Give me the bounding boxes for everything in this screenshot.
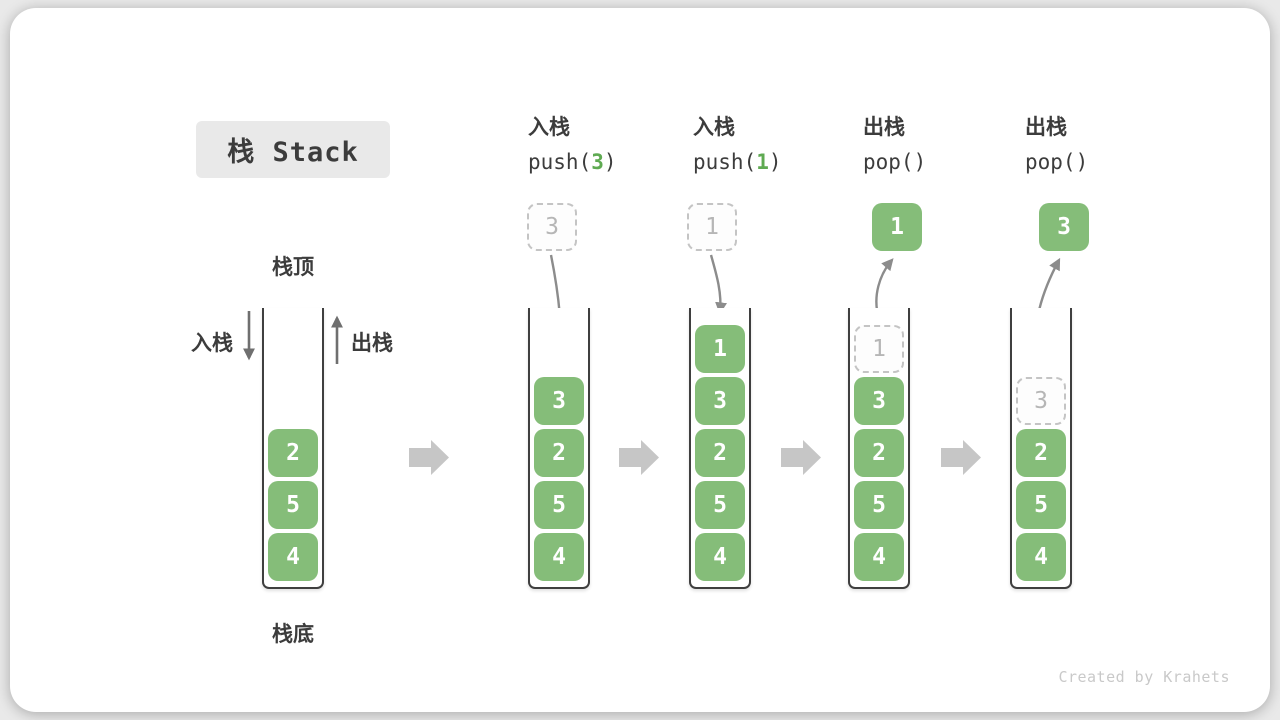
- stack-block: 4: [268, 533, 318, 581]
- push-1-flow-arrow-icon: [709, 254, 728, 315]
- code-close: ): [603, 150, 617, 174]
- stack-block: 2: [1016, 429, 1066, 477]
- diagram-card: 栈 Stack 入栈 push(3) 入栈 push(1) 出栈 pop() 出…: [10, 8, 1270, 712]
- stage-arrow-icon: [941, 440, 981, 475]
- stack-block: 5: [268, 481, 318, 529]
- stack-block: 5: [534, 481, 584, 529]
- stack-block: 5: [1016, 481, 1066, 529]
- operation-code: pop(): [1025, 149, 1195, 175]
- operation-label: 入栈: [528, 115, 570, 139]
- operation-pop-first: 出栈 pop(): [863, 114, 1033, 175]
- code-fn: push(: [693, 150, 757, 174]
- incoming-item: 3: [527, 203, 577, 251]
- code-close: ): [768, 150, 782, 174]
- operation-label: 出栈: [1025, 115, 1067, 139]
- ghost-item: 3: [1016, 377, 1066, 425]
- stage-arrow-icon: [409, 440, 449, 475]
- stack-block: 2: [268, 429, 318, 477]
- stack-block: 4: [695, 533, 745, 581]
- stack-block: 5: [695, 481, 745, 529]
- code-fn: push(: [528, 150, 592, 174]
- stack-container-push-1: 1 3 2 5 4: [689, 308, 751, 589]
- operation-code: pop(): [863, 149, 1033, 175]
- operation-code: push(1): [693, 149, 863, 175]
- code-arg: 1: [756, 150, 769, 174]
- stack-block: 2: [854, 429, 904, 477]
- stack-top-label: 栈顶: [272, 255, 314, 279]
- code-close: ): [913, 150, 927, 174]
- outgoing-item: 3: [1039, 203, 1089, 251]
- stack-block: 3: [534, 377, 584, 425]
- code-arg: 3: [591, 150, 604, 174]
- stack-bottom-label: 栈底: [272, 622, 314, 646]
- outgoing-item: 1: [872, 203, 922, 251]
- stack-block: 2: [695, 429, 745, 477]
- operation-push-1: 入栈 push(1): [693, 114, 863, 175]
- code-fn: pop(: [863, 150, 914, 174]
- stage-arrow-icon: [781, 440, 821, 475]
- ghost-item: 1: [854, 325, 904, 373]
- stack-block: 3: [695, 377, 745, 425]
- watermark: Created by Krahets: [1058, 668, 1230, 686]
- stack-block: 2: [534, 429, 584, 477]
- diagram-title: 栈 Stack: [196, 121, 390, 178]
- stack-block: 4: [1016, 533, 1066, 581]
- operation-pop-second: 出栈 pop(): [1025, 114, 1195, 175]
- operation-label: 入栈: [693, 115, 735, 139]
- stack-container-pop-3: 3 2 5 4: [1010, 308, 1072, 589]
- stack-container-push-3: 3 2 5 4: [528, 308, 590, 589]
- operation-push-3: 入栈 push(3): [528, 114, 698, 175]
- push-side-label: 入栈: [191, 331, 233, 355]
- stack-block: 3: [854, 377, 904, 425]
- code-close: ): [1075, 150, 1089, 174]
- incoming-item: 1: [687, 203, 737, 251]
- stack-container-pop-1: 1 3 2 5 4: [848, 308, 910, 589]
- stack-block: 5: [854, 481, 904, 529]
- pop-side-label: 出栈: [351, 331, 393, 355]
- stack-container-initial: 2 5 4: [262, 308, 324, 589]
- code-fn: pop(: [1025, 150, 1076, 174]
- stack-block: 1: [695, 325, 745, 373]
- operation-code: push(3): [528, 149, 698, 175]
- stage-arrow-icon: [619, 440, 659, 475]
- operation-label: 出栈: [863, 115, 905, 139]
- stack-block: 4: [854, 533, 904, 581]
- stack-block: 4: [534, 533, 584, 581]
